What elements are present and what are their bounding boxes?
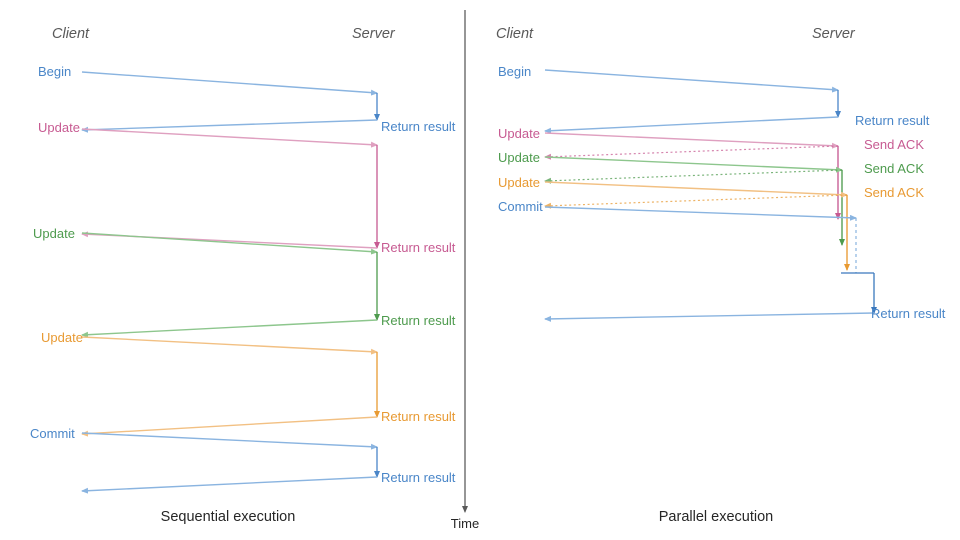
message-label-return-result: Return result [855, 113, 930, 128]
message-label-update: Update [41, 330, 83, 345]
panel-parallel-caption: Parallel execution [659, 509, 773, 525]
request-arrow [81, 71, 378, 96]
time-axis-label: Time [451, 516, 479, 531]
message-label-return-result: Return result [381, 409, 456, 424]
message-label-return-result: Return result [871, 306, 946, 321]
request-arrow [81, 232, 378, 255]
message-label-send-ack: Send ACK [864, 185, 924, 200]
message-label-return-result: Return result [381, 240, 456, 255]
response-arrow [544, 116, 839, 134]
request-arrow [544, 132, 839, 149]
message-label-send-ack: Send ACK [864, 161, 924, 176]
request-arrow [544, 206, 857, 221]
response-arrow [544, 312, 875, 322]
request-arrow [81, 128, 378, 148]
request-arrow [544, 69, 839, 93]
ack-arrow [544, 194, 848, 209]
ack-arrow [544, 169, 843, 184]
panel-parallel-client-label: Client [496, 26, 534, 42]
message-label-return-result: Return result [381, 470, 456, 485]
ack-arrow [544, 145, 839, 160]
message-label-update: Update [33, 226, 75, 241]
message-label-update: Update [498, 150, 540, 165]
message-label-return-result: Return result [381, 119, 456, 134]
request-arrow [544, 156, 843, 173]
response-arrow [81, 319, 378, 338]
message-label-commit: Commit [498, 199, 543, 214]
message-label-update: Update [498, 126, 540, 141]
message-label-begin: Begin [38, 64, 71, 79]
panel-parallel-server-label: Server [812, 26, 856, 42]
response-arrow [81, 119, 378, 133]
message-label-update: Update [498, 175, 540, 190]
panel-sequential-caption: Sequential execution [161, 509, 296, 525]
message-label-return-result: Return result [381, 313, 456, 328]
message-label-begin: Begin [498, 64, 531, 79]
message-lines-layer [81, 10, 877, 513]
request-arrow [81, 432, 378, 450]
response-arrow [81, 416, 378, 437]
message-label-commit: Commit [30, 426, 75, 441]
request-arrow [544, 181, 848, 198]
panel-sequential-client-label: Client [52, 26, 90, 42]
response-arrow [81, 476, 378, 494]
message-label-send-ack: Send ACK [864, 137, 924, 152]
message-label-update: Update [38, 120, 80, 135]
panel-sequential-server-label: Server [352, 26, 396, 42]
request-arrow [81, 336, 378, 355]
